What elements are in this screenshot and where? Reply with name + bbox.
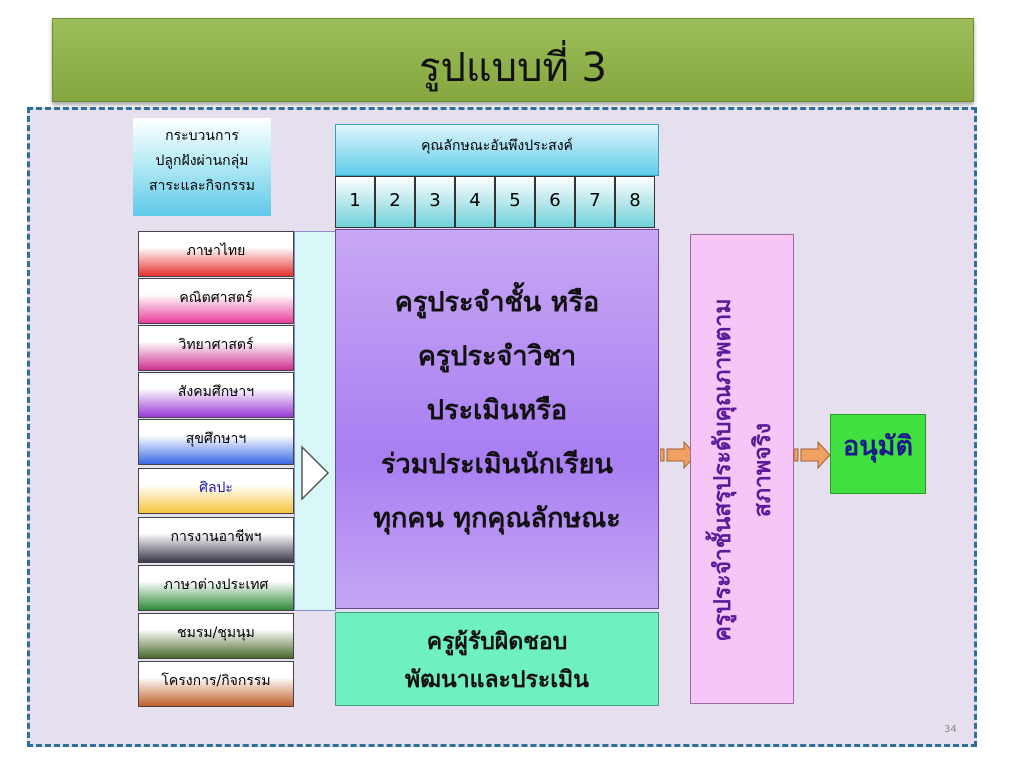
responsible-teacher-box: ครูผู้รับผิดชอบ พัฒนาและประเมิน <box>335 612 659 706</box>
subject-box: ศิลปะ <box>138 468 294 514</box>
characteristic-number: 2 <box>375 176 415 228</box>
process-header-line3: สาระและกิจกรรม <box>149 178 255 194</box>
slide-title: รูปแบบที่ 3 <box>419 45 607 91</box>
title-bar: รูปแบบที่ 3 <box>52 18 974 102</box>
responsible-teacher-line1: ครูผู้รับผิดชอบ <box>426 629 568 655</box>
characteristic-number: 3 <box>415 176 455 228</box>
process-header-line2: ปลูกฝังผ่านกลุ่ม <box>155 153 249 169</box>
teacher-assessment-line2: ครูประจำวิชา <box>417 341 577 372</box>
characteristic-number: 5 <box>495 176 535 228</box>
characteristic-number: 1 <box>335 176 375 228</box>
teacher-assessment-line5: ทุกคน ทุกคุณลักษณะ <box>373 503 621 534</box>
subject-box: คณิตศาสตร์ <box>138 278 294 324</box>
process-header-line1: กระบวนการ <box>165 128 239 144</box>
summary-box: ครูประจำชั้นสรุประดับคุณภาพตาม สภาพจริง <box>690 234 794 704</box>
subject-box: สุขศึกษาฯ <box>138 419 294 465</box>
teacher-assessment-line1: ครูประจำชั้น หรือ <box>394 287 600 318</box>
subject-box: การงานอาชีพฯ <box>138 517 294 563</box>
arrow-right-icon <box>794 440 831 470</box>
subject-box: สังคมศึกษาฯ <box>138 372 294 418</box>
right-triangle-arrow-icon <box>301 445 330 501</box>
process-header: กระบวนการ ปลูกฝังผ่านกลุ่ม สาระและกิจกรร… <box>133 118 271 216</box>
responsible-teacher-line2: พัฒนาและประเมิน <box>405 667 589 693</box>
characteristic-number: 4 <box>455 176 495 228</box>
characteristic-number: 8 <box>615 176 655 228</box>
subject-box: วิทยาศาสตร์ <box>138 325 294 371</box>
characteristic-number: 6 <box>535 176 575 228</box>
summary-line2: สภาพจริง <box>750 422 776 518</box>
teacher-assessment-line3: ประเมินหรือ <box>426 395 568 426</box>
subject-box: โครงการ/กิจกรรม <box>138 661 294 707</box>
teacher-assessment-box: ครูประจำชั้น หรือ ครูประจำวิชา ประเมินหร… <box>335 229 659 609</box>
slide-number: 34 <box>944 724 957 735</box>
subject-box: ชมรม/ชุมนุม <box>138 613 294 659</box>
approve-box: อนุมัติ <box>830 414 926 494</box>
characteristics-header: คุณลักษณะอันพึงประสงค์ <box>335 124 659 176</box>
teacher-assessment-line4: ร่วมประเมินนักเรียน <box>381 449 613 480</box>
summary-line1: ครูประจำชั้นสรุประดับคุณภาพตาม <box>710 298 736 642</box>
summary-text: ครูประจำชั้นสรุประดับคุณภาพตาม สภาพจริง <box>703 240 783 700</box>
characteristic-number: 7 <box>575 176 615 228</box>
subject-box: ภาษาต่างประเทศ <box>138 565 294 611</box>
connector-column <box>294 231 336 611</box>
subject-box: ภาษาไทย <box>138 231 294 277</box>
